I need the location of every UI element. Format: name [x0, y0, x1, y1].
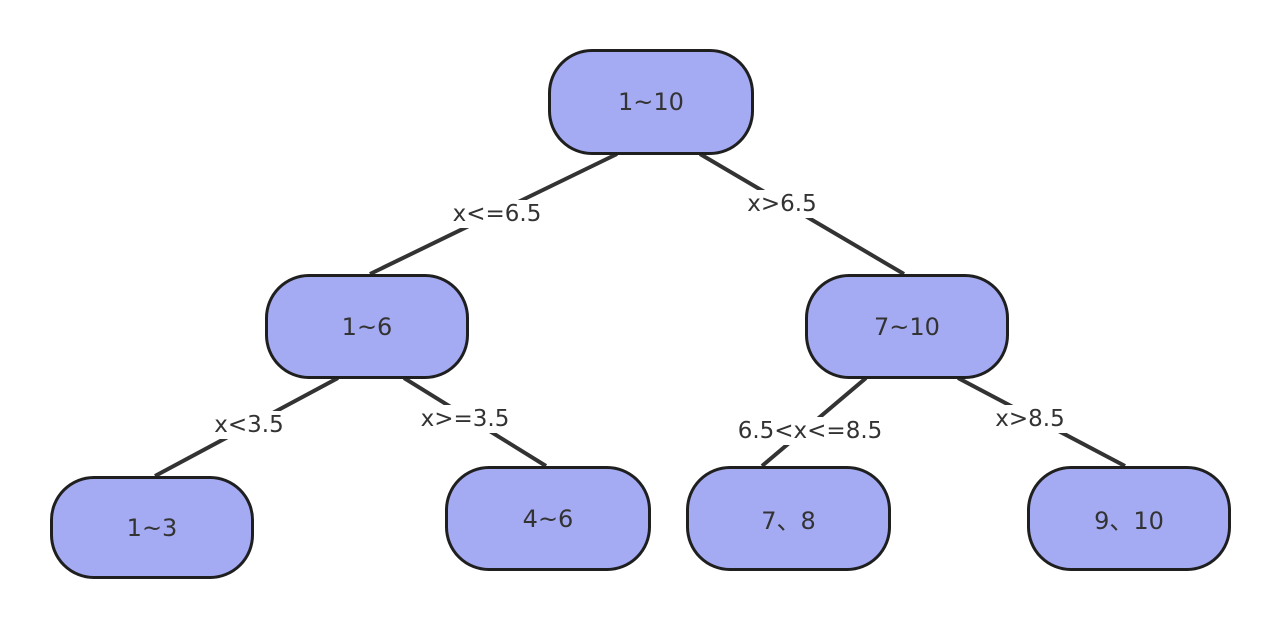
node-root: 1~10 [548, 49, 754, 155]
node-left-left: 1~3 [50, 476, 254, 579]
edge-label-left-left: x<3.5 [212, 411, 286, 439]
edge-label-right-right: x>8.5 [993, 405, 1067, 433]
edge-label-right-left: 6.5<x<=8.5 [735, 417, 885, 445]
node-right: 7~10 [805, 274, 1009, 379]
node-right-left: 7、8 [686, 466, 891, 571]
node-right-right: 9、10 [1027, 466, 1231, 571]
node-left-right: 4~6 [445, 466, 651, 571]
edge-label-left-right: x>=3.5 [418, 405, 512, 433]
edge-label-root-left: x<=6.5 [450, 200, 544, 228]
edge-label-root-right: x>6.5 [745, 190, 819, 218]
node-left: 1~6 [265, 274, 469, 379]
